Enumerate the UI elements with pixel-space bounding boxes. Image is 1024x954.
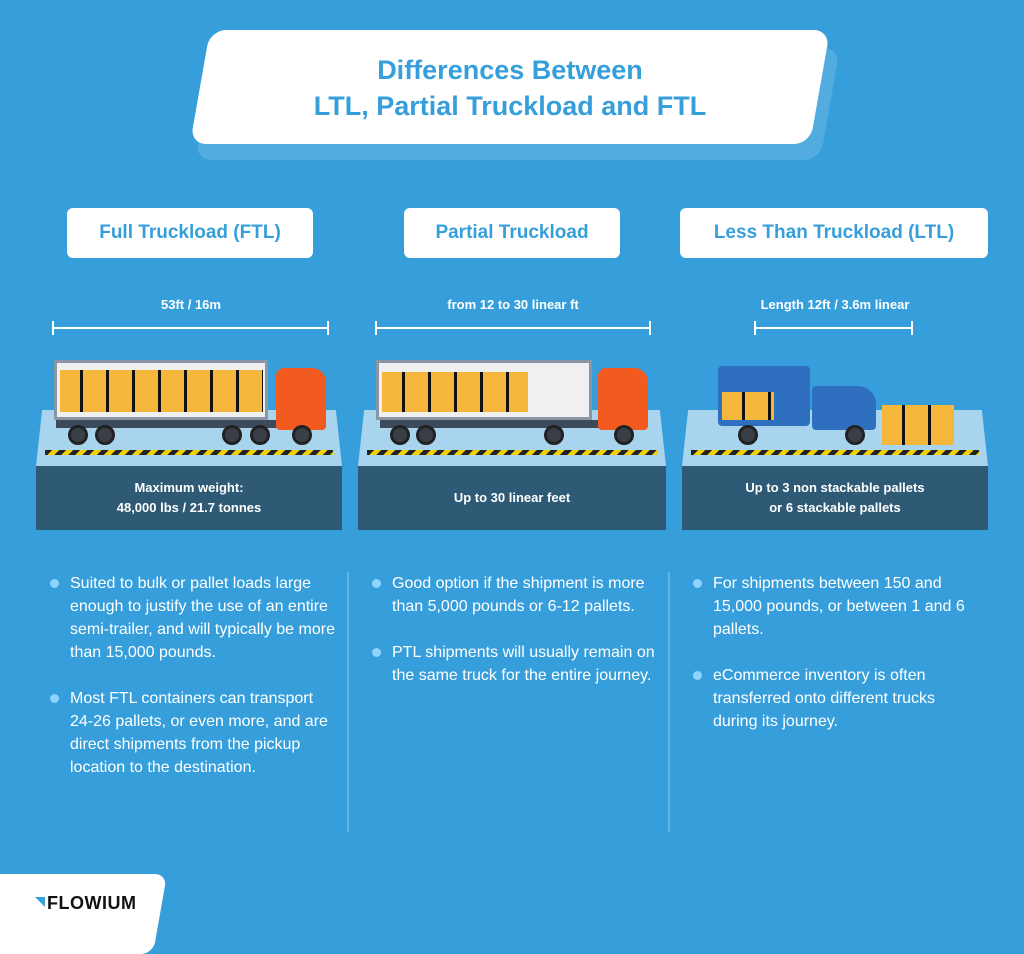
divider: [668, 572, 670, 832]
hazard-stripe: [45, 450, 333, 455]
measure-partial: from 12 to 30 linear ft: [447, 297, 579, 312]
platform-text-partial: Up to 30 linear feet: [358, 466, 666, 530]
list-item: Suited to bulk or pallet loads large eno…: [48, 572, 338, 664]
divider: [347, 572, 349, 832]
ruler-ltl: [754, 321, 913, 335]
bullets-ftl: Suited to bulk or pallet loads large eno…: [48, 572, 338, 802]
label-partial: Partial Truckload: [404, 208, 620, 258]
flowium-mark-icon: [35, 897, 45, 907]
pallets-icon: [882, 405, 954, 445]
platform-text-ftl: Maximum weight:48,000 lbs / 21.7 tonnes: [36, 466, 342, 530]
logo-card: [0, 874, 168, 954]
measure-ltl: Length 12ft / 3.6m linear: [760, 297, 910, 312]
bullets-ltl: For shipments between 150 and 15,000 pou…: [691, 572, 981, 756]
title-line-1: Differences Between: [377, 55, 643, 85]
ruler-ftl: [52, 321, 329, 335]
ruler-partial: [375, 321, 651, 335]
list-item: eCommerce inventory is often transferred…: [691, 664, 981, 733]
list-item: Good option if the shipment is more than…: [370, 572, 660, 618]
label-ftl: Full Truckload (FTL): [67, 208, 313, 258]
label-ltl: Less Than Truckload (LTL): [680, 208, 988, 258]
measure-ftl: 53ft / 16m: [161, 297, 221, 312]
hazard-stripe: [367, 450, 657, 455]
list-item: For shipments between 150 and 15,000 pou…: [691, 572, 981, 641]
list-item: Most FTL containers can transport 24-26 …: [48, 687, 338, 779]
logo: FLOWIUM: [35, 893, 136, 914]
bullets-partial: Good option if the shipment is more than…: [370, 572, 660, 710]
title-line-2: LTL, Partial Truckload and FTL: [313, 91, 707, 121]
hazard-stripe: [691, 450, 979, 455]
list-item: PTL shipments will usually remain on the…: [370, 641, 660, 687]
page-title: Differences Between LTL, Partial Trucklo…: [200, 52, 820, 124]
